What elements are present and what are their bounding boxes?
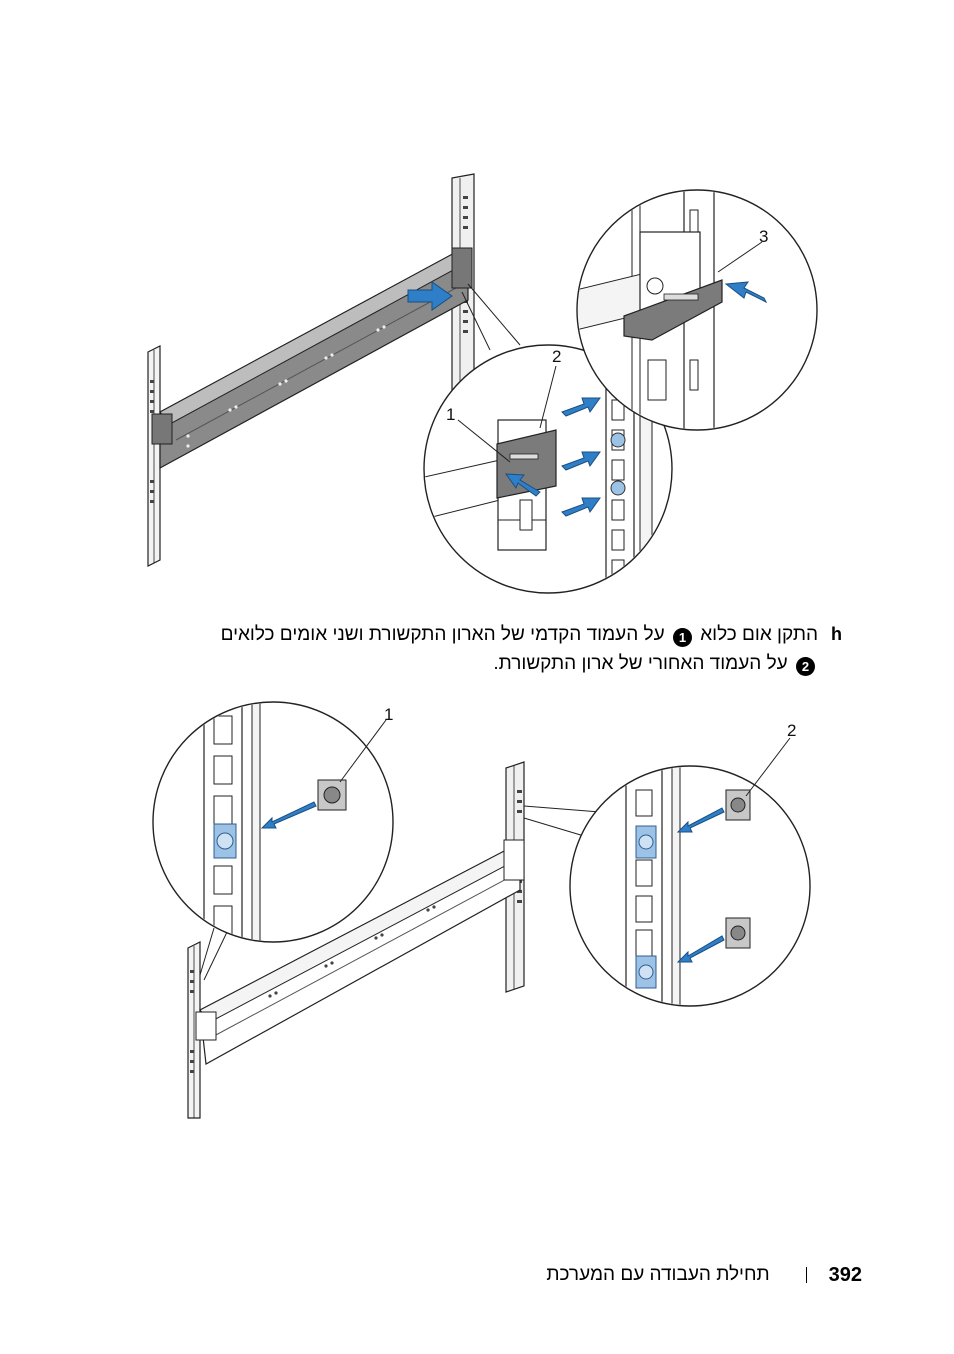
insert-arrow-icon	[260, 801, 317, 829]
cage-nut-installed-icon	[635, 825, 657, 859]
step-text-part-2: על העמוד הקדמי של הארון התקשורת ושני אומ…	[220, 624, 665, 645]
detail-circle-latch	[423, 344, 673, 594]
marker-2-icon: 2	[796, 657, 815, 676]
step-letter: h	[831, 624, 842, 644]
rail-installation-figure-top: 1 2 3	[147, 173, 818, 594]
detail-circle-bracket	[576, 189, 818, 431]
detail-circle-rear-cage-nuts	[569, 765, 811, 1007]
push-arrow-icon	[407, 281, 453, 311]
callout-2: 2	[787, 721, 796, 740]
cage-nut-icon	[725, 917, 751, 949]
cage-nut-installed-icon	[635, 955, 657, 989]
callout-1: 1	[384, 705, 393, 724]
step-line-1: התקן אום כלוא 1 על העמוד הקדמי של הארון …	[128, 620, 818, 649]
footer-divider	[805, 1267, 807, 1283]
sliding-rail	[151, 247, 473, 470]
page-footer: 392 תחילת העבודה עם המערכת	[546, 1260, 862, 1290]
rack-post-front	[147, 345, 161, 567]
page-number: 392	[828, 1263, 862, 1286]
footer-title: תחילת העבודה עם המערכת	[546, 1264, 770, 1285]
step-text-part-1: התקן אום כלוא	[700, 624, 818, 645]
detail-circle-front-cage-nut	[152, 701, 394, 943]
insert-arrow-icon	[676, 935, 725, 963]
sliding-rail	[195, 839, 525, 1065]
cage-nut-icon	[317, 779, 347, 811]
step-text-part-3: על העמוד האחורי של ארון התקשורת.	[493, 653, 788, 674]
callout-2: 2	[552, 347, 561, 366]
callout-3: 3	[759, 227, 768, 246]
push-arrow-icon	[724, 281, 768, 304]
cage-nut-icon	[725, 789, 751, 821]
callout-1: 1	[446, 405, 455, 424]
rack-post-front	[187, 941, 201, 1119]
step-line-2: 2 על העמוד האחורי של ארון התקשורת.	[128, 649, 818, 678]
marker-1-icon: 1	[672, 628, 692, 647]
cage-nut-installed-icon	[213, 823, 237, 859]
insert-arrow-icon	[676, 807, 725, 833]
step-h: h התקן אום כלוא 1 על העמוד הקדמי של הארו…	[128, 620, 842, 678]
cage-nut-figure-bottom: 1	[152, 701, 811, 1119]
